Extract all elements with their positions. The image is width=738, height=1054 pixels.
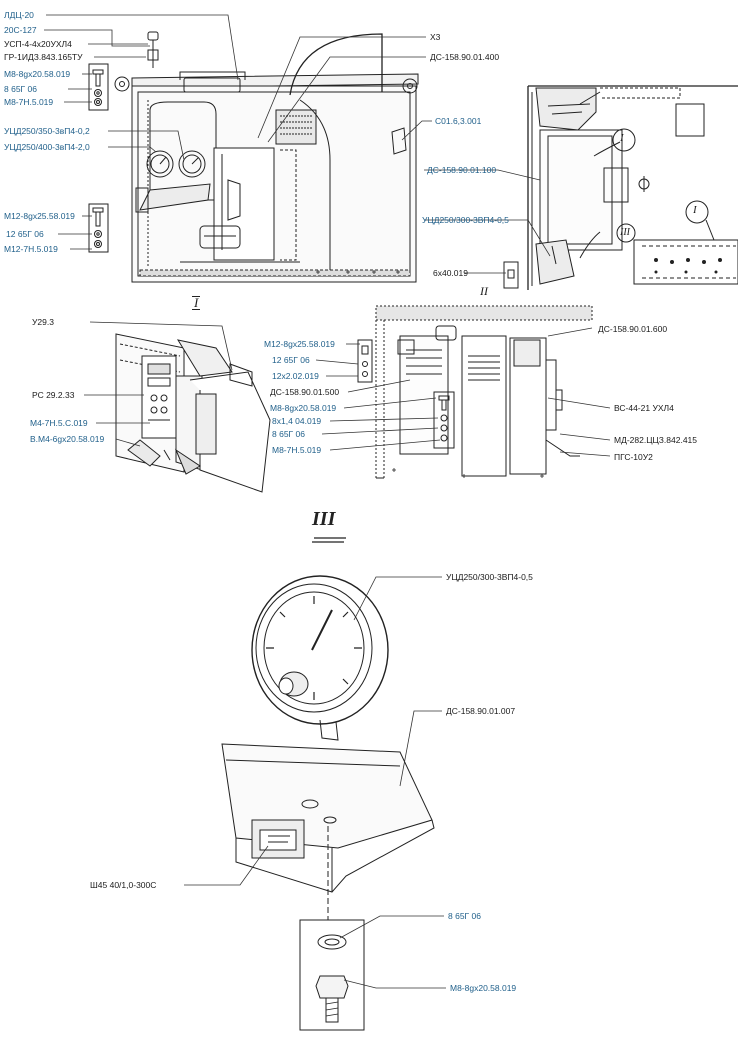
label-m8-bolt-top: М8-8gх20.58.019 [4,69,71,79]
label-m12-bolt-left: М12-8gх25.58.019 [4,211,75,221]
label-washer-8-top: 8 65Г 06 [4,84,37,94]
label-ds-007: ДС-158.90.01.007 [446,706,516,716]
label-x3: Х3 [430,32,441,42]
label-ds-100: ДС-158.90.01.100 [427,165,497,175]
label-ucd-300-right: УЦД250/300-3ВП4-0,5 [422,215,509,225]
label-m8-bolt-bottom: М8-8gх20.58.019 [450,983,517,993]
label-pgs-10: ПГС-10У2 [614,452,653,462]
label-sh45: Ш45 40/1,0-300С [90,880,157,890]
label-vs-44: ВС-44-21 УХЛ4 [614,403,674,413]
label-ucd-400: УЦД250/400-3вП4-2,0 [4,142,90,152]
label-ds-600: ДС-158.90.01.600 [598,324,668,334]
callout-iii-numeral: III [620,227,630,238]
fastener-stack-top [88,63,109,111]
label-ds-400: ДС-158.90.01.400 [430,52,500,62]
view-ii-numeral: II [480,284,488,298]
label-washer-8-mid: 8 65Г 06 [272,429,305,439]
label-washer-8-bottom: 8 65Г 06 [448,911,481,921]
label-washer-12-left: 12 65Г 06 [6,229,44,239]
label-ds-500: ДС-158.90.01.500 [270,387,340,397]
label-nut-m8-top: М8-7Н.5.019 [4,97,54,107]
label-gr: ГР-1ИДЗ.843.165ТУ [4,52,83,62]
label-u29: У29.3 [32,317,54,327]
label-nut-m8-mid: М8-7Н.5.019 [272,445,322,455]
main-cabinet-view [114,31,419,283]
label-washer-8x1-4: 8х1,4 04.019 [272,416,322,426]
view-i-numeral: I [192,295,201,310]
view-i-drawing [115,333,271,493]
label-nut-m12-left: М12-7Н.5.019 [4,244,58,254]
label-s01: С01.6,3.001 [435,116,482,126]
label-md-282: МД-282.ЦЦЗ.842.415 [614,435,698,445]
label-screw-6x40: 6х40.019 [433,268,468,278]
label-ldc-20: ЛДЦ-20 [4,10,34,20]
fastener-stack-left [88,203,109,253]
label-washer-12x2: 12х2.02.019 [272,371,319,381]
label-m12-bolt-mid: М12-8gх25.58.019 [264,339,335,349]
label-20s-127: 20С-127 [4,25,37,35]
label-m4-nut: М4-7Н.5.С.019 [30,418,88,428]
view-iii-numeral: III [312,508,336,530]
view-iii-drawing [221,537,435,1031]
side-cabinet-view [503,85,738,290]
label-ucd-300-bottom: УЦД250/300-3ВП4-0,5 [446,572,533,582]
callout-i-numeral: I [620,132,624,144]
leader-lines [44,14,611,989]
view-ii-drawing [357,305,593,479]
label-usp: УСП-4-4х20УХЛ4 [4,39,72,49]
label-m8-bolt-mid: М8-8gх20.58.019 [270,403,337,413]
label-rs-29: РС 29.2.33 [32,390,75,400]
callout-i-detail-numeral: I [693,204,697,216]
label-ucd-350: УЦД250/350-3вП4-0,2 [4,126,90,136]
label-m4-screw: В.М4-6gх20.58.019 [30,434,105,444]
label-washer-12-mid: 12 65Г 06 [272,355,310,365]
